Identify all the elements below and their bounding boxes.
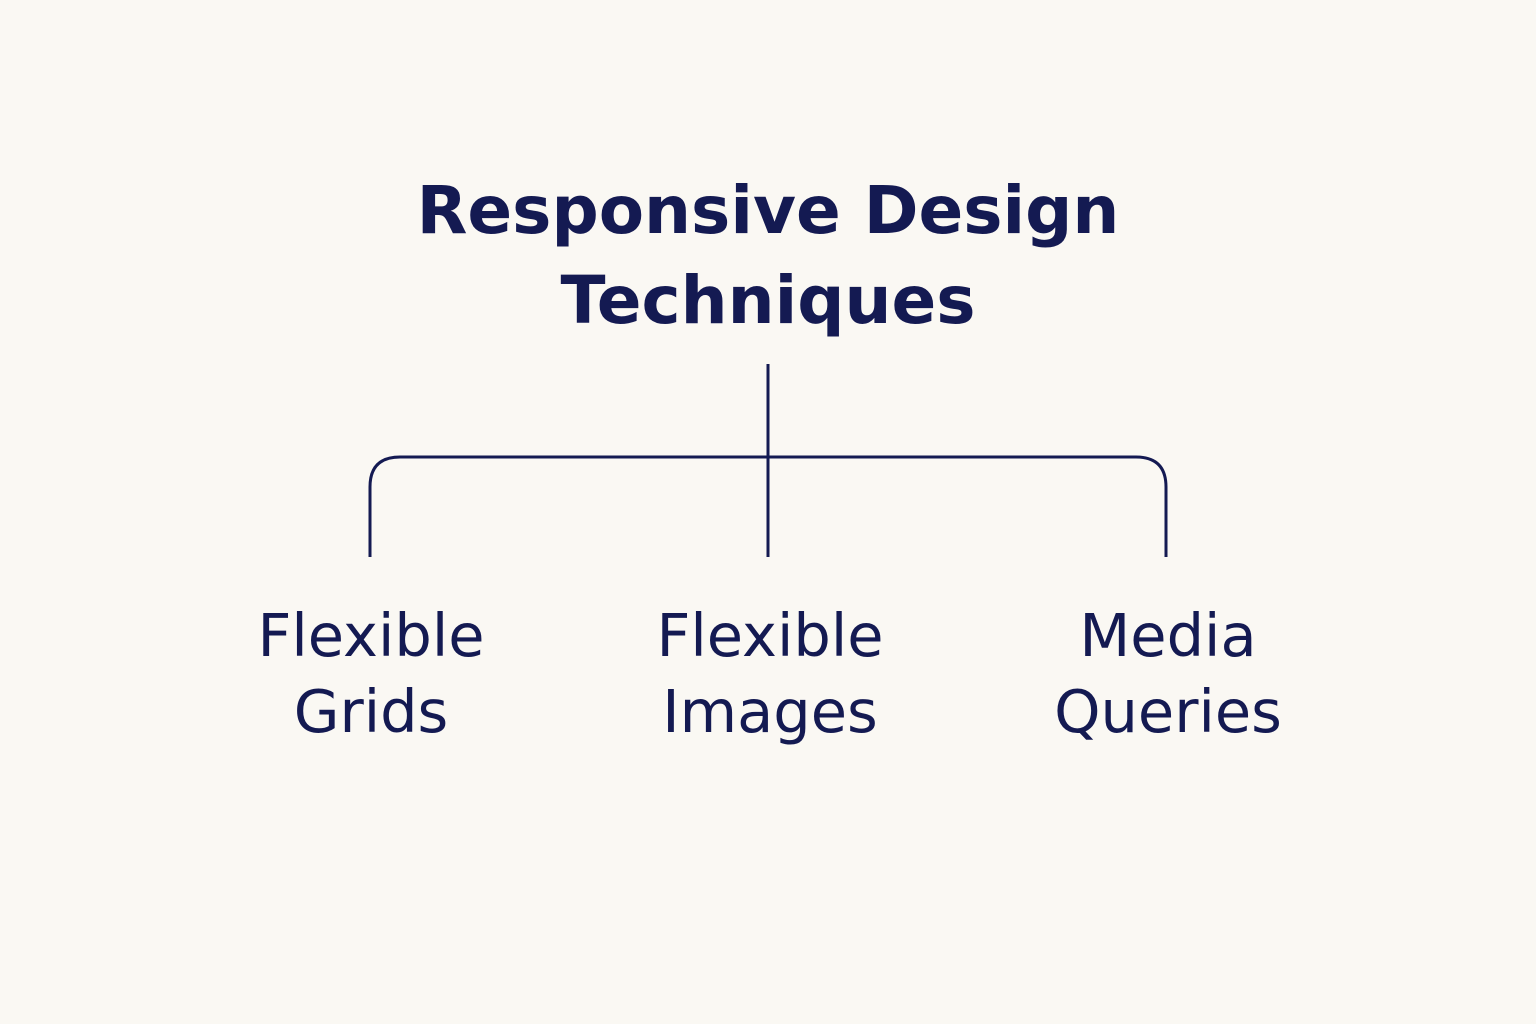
child-label-line-1: Flexible [656,601,884,670]
child-label-line-2: Images [662,677,878,746]
root-node-title: Responsive Design Techniques [368,166,1168,346]
child-label-line-2: Grids [293,677,449,746]
child-label-line-2: Queries [1054,677,1282,746]
root-title-line-1: Responsive Design [416,172,1120,249]
child-node-media-queries: Media Queries [988,598,1348,750]
root-title-line-2: Techniques [560,262,976,339]
child-label-line-1: Flexible [257,601,485,670]
child-node-flexible-images: Flexible Images [590,598,950,750]
child-label-line-1: Media [1079,601,1257,670]
branch-bracket [368,455,1168,557]
child-node-flexible-grids: Flexible Grids [191,598,551,750]
